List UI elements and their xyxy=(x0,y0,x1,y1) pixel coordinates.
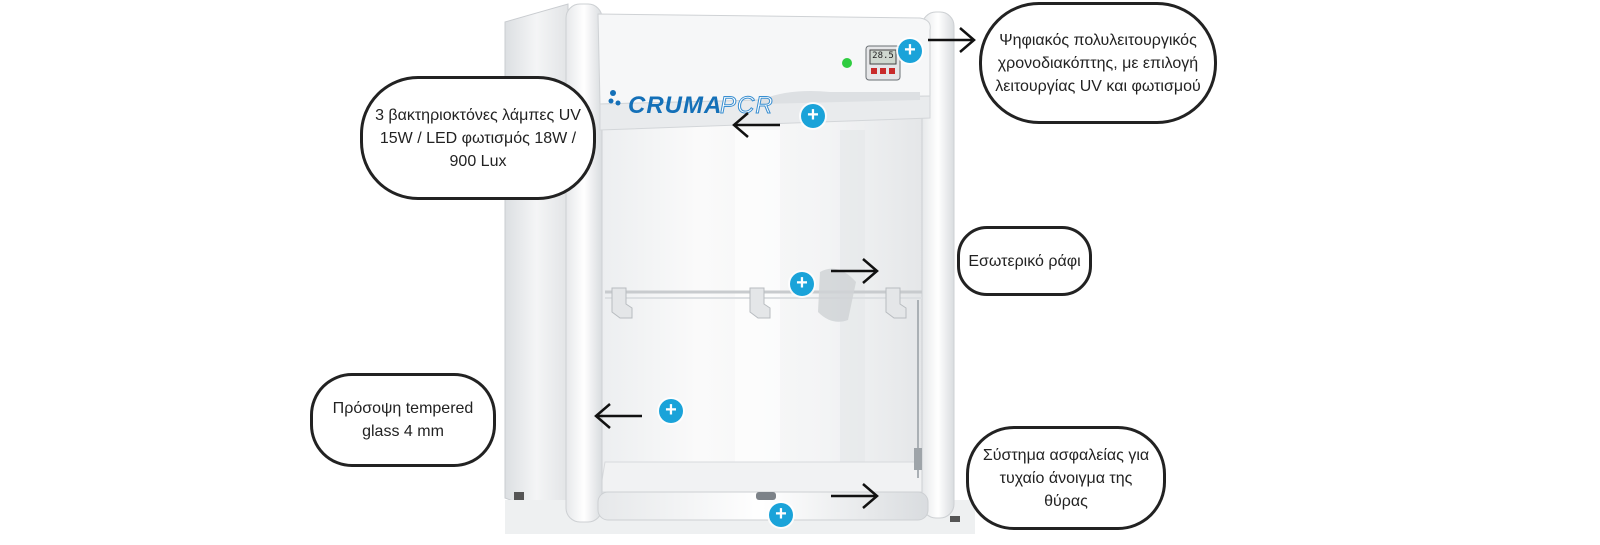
hotspot-glass[interactable]: + xyxy=(659,399,683,423)
hotspot-timer[interactable]: + xyxy=(898,39,922,63)
arrow-right-icon xyxy=(928,27,976,53)
power-indicator xyxy=(842,58,852,68)
control-panel xyxy=(597,13,931,105)
callout-glass: Πρόσοψη tempered glass 4 mm xyxy=(310,373,496,467)
right-pillar xyxy=(921,11,955,519)
callout-uv-lamps: 3 βακτηριοκτόνες λάμπες UV 15W / LED φωτ… xyxy=(360,76,596,200)
callout-timer-text: Ψηφιακός πολυλειτουργικός χρονοδιακόπτης… xyxy=(995,31,1201,95)
hotspot-shelf[interactable]: + xyxy=(790,272,814,296)
callout-safety: Σύστημα ασφαλείας για τυχαίο άνοιγμα της… xyxy=(966,426,1166,530)
hotspot-safety[interactable]: + xyxy=(769,503,793,527)
left-pillar xyxy=(565,3,603,523)
brand-logo: CRUMA xyxy=(628,92,723,119)
arrow-right-icon xyxy=(831,483,879,509)
callout-shelf-text: Εσωτερικό ράφι xyxy=(968,252,1081,270)
callout-shelf: Εσωτερικό ράφι xyxy=(957,226,1092,296)
callout-uv-lamps-text: 3 βακτηριοκτόνες λάμπες UV 15W / LED φωτ… xyxy=(375,106,581,170)
arrow-left-icon xyxy=(732,112,780,138)
safety-latch xyxy=(756,492,776,500)
callout-timer: Ψηφιακός πολυλειτουργικός χρονοδιακόπτης… xyxy=(979,2,1217,124)
timer-display: 28.5 xyxy=(872,51,894,61)
arrow-right-icon xyxy=(831,258,879,284)
hotspot-uv-lamps[interactable]: + xyxy=(801,104,825,128)
brand-logo-icon xyxy=(608,90,621,106)
callout-safety-text: Σύστημα ασφαλείας για τυχαίο άνοιγμα της… xyxy=(982,446,1150,510)
callout-glass-text: Πρόσοψη tempered glass 4 mm xyxy=(332,400,474,440)
arrow-left-icon xyxy=(594,403,642,429)
